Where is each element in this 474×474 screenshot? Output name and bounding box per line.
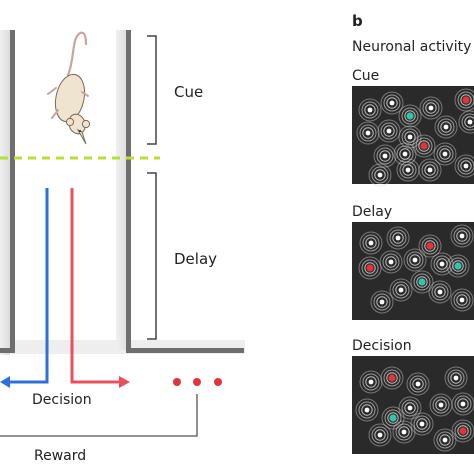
neuron xyxy=(403,248,427,272)
delay-label: Delay xyxy=(174,250,217,268)
neuron xyxy=(392,420,416,444)
neuron xyxy=(444,366,468,390)
neuron xyxy=(373,144,397,168)
neuron xyxy=(433,428,457,452)
neuron xyxy=(377,119,401,143)
neuron xyxy=(368,423,392,447)
neuron xyxy=(393,142,417,166)
neuron-field-cue xyxy=(356,88,474,187)
neuron xyxy=(410,412,434,436)
active-neuron xyxy=(418,234,442,258)
active-neuron xyxy=(410,270,434,294)
active-neuron xyxy=(451,419,474,443)
right-wall-face xyxy=(116,30,128,350)
neuron xyxy=(454,154,474,178)
right-wall-edge xyxy=(126,30,131,350)
active-neuron xyxy=(358,256,382,280)
neuron xyxy=(368,163,392,187)
maze: Cue Delay Decision Reward xyxy=(0,30,245,464)
cue-bracket xyxy=(147,35,157,145)
neuron xyxy=(428,280,452,304)
neuron xyxy=(370,290,394,314)
neuron xyxy=(398,396,422,420)
reward-dot xyxy=(214,378,222,386)
neuron xyxy=(355,398,379,422)
reward-dot xyxy=(193,378,201,386)
decision-label: Decision xyxy=(32,392,92,408)
delay-bracket xyxy=(147,172,157,340)
neuron xyxy=(359,370,383,394)
active-neuron xyxy=(454,88,474,112)
neuron xyxy=(451,392,474,416)
active-neuron xyxy=(412,134,436,158)
active-neuron xyxy=(446,254,470,278)
panel-label-delay: Delay xyxy=(352,204,392,220)
neuron xyxy=(380,91,404,115)
neuron xyxy=(356,121,380,145)
neuron xyxy=(418,158,442,182)
neuron xyxy=(429,393,453,417)
neuron xyxy=(450,224,474,248)
neuron xyxy=(358,98,382,122)
left-arrowhead xyxy=(0,376,10,388)
panel-label-decision: Decision xyxy=(352,338,412,354)
reward-label: Reward xyxy=(34,448,86,464)
neuron xyxy=(379,250,403,274)
neuron-field-decision xyxy=(355,366,474,452)
right-arm-wall xyxy=(126,348,244,353)
right-arrowhead xyxy=(119,376,130,388)
neuron xyxy=(430,252,454,276)
left-arm-wall xyxy=(0,348,15,353)
neuron xyxy=(458,110,474,134)
left-trajectory xyxy=(4,188,49,384)
reward-bracket xyxy=(0,394,198,437)
panel-b: b Neuronal activity Cue Delay Decision xyxy=(352,12,474,454)
neuron xyxy=(386,226,410,250)
right-trajectory xyxy=(70,188,120,384)
neuron xyxy=(389,278,413,302)
neuron xyxy=(433,142,457,166)
panel-label-cue: Cue xyxy=(352,68,379,84)
neuron-field-delay xyxy=(358,224,474,314)
cue-label: Cue xyxy=(174,83,203,101)
active-neuron xyxy=(398,104,422,128)
neuron xyxy=(396,158,420,182)
left-wall-edge xyxy=(10,30,15,350)
neuron xyxy=(406,372,430,396)
left-wall-face xyxy=(0,30,10,355)
panel-b-title: Neuronal activity xyxy=(352,39,471,55)
neuron xyxy=(434,115,458,139)
active-neuron xyxy=(380,366,404,390)
panel-letter: b xyxy=(352,12,363,30)
neuron xyxy=(450,288,474,312)
mouse-icon xyxy=(47,31,91,145)
reward-dot xyxy=(173,378,181,386)
neuron xyxy=(419,96,443,120)
neuron xyxy=(359,231,383,255)
active-neuron xyxy=(381,406,405,430)
